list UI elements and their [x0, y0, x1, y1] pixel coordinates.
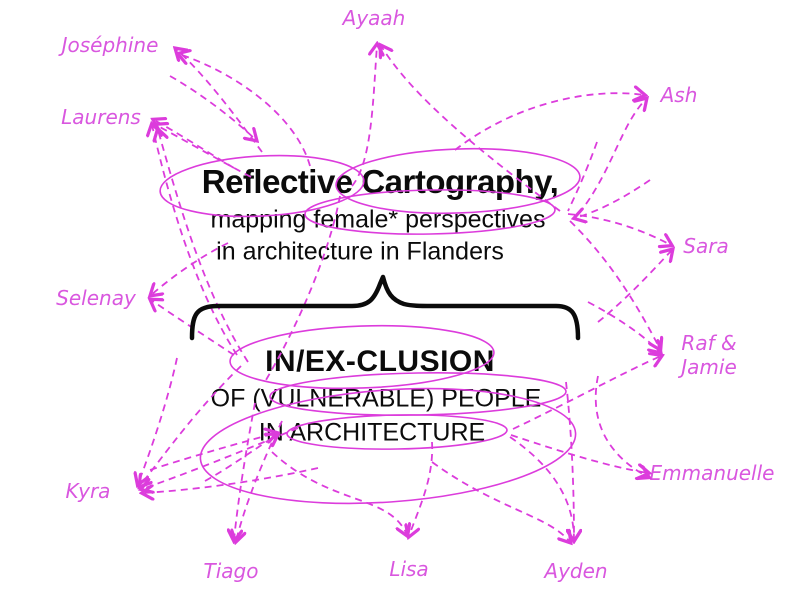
name-node-emmanuelle: Emmanuelle: [649, 461, 775, 485]
name-node-kyra: Kyra: [65, 479, 111, 503]
concept-top-title: Reflective Cartography,: [201, 163, 559, 200]
brace: [189, 274, 581, 341]
name-node-tiago: Tiago: [203, 559, 259, 583]
name-node-ayden: Ayden: [544, 559, 608, 583]
concept-bottom-subtitle-1: OF (VULNERABLE) PEOPLE: [210, 384, 542, 413]
concept-bottom-subtitle-2: IN ARCHITECTURE: [258, 418, 486, 447]
concept-top-subtitle-2: in architecture in Flanders: [216, 237, 504, 266]
name-node-laurens: Laurens: [61, 105, 141, 129]
name-node-ash: Ash: [660, 83, 698, 107]
name-node-sara: Sara: [683, 234, 729, 258]
concept-bottom-title: IN/EX-CLUSION: [265, 345, 495, 378]
name-node-ayaah: Ayaah: [342, 6, 406, 30]
name-node-selenay: Selenay: [56, 286, 136, 310]
concept-top-subtitle-1: mapping female* perspectives: [210, 205, 546, 234]
name-node-josephine: Joséphine: [61, 33, 159, 57]
name-node-lisa: Lisa: [389, 557, 429, 581]
connector-arrows: [138, 45, 672, 542]
name-node-raf-jamie: Raf & Jamie: [681, 331, 737, 379]
